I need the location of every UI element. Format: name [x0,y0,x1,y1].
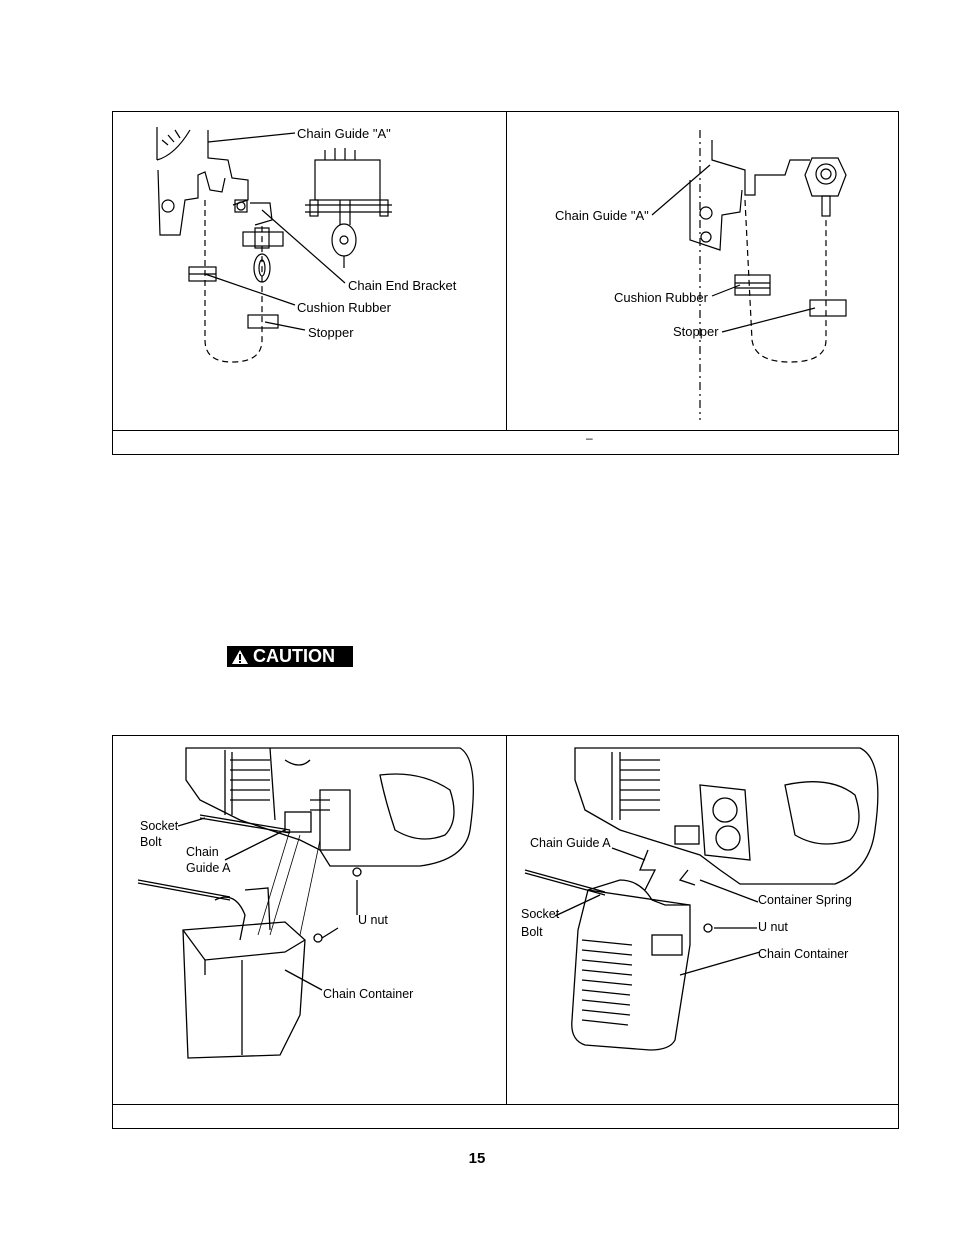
label-chain-guide-a-left: Chain Guide "A" [297,126,391,141]
label-container-spring: Container Spring [758,893,852,907]
figure-2-caption-rule [113,1104,898,1105]
page-number: 15 [468,1150,486,1167]
label-socket-right: Socket [521,907,560,921]
label-u-nut-right: U nut [758,920,788,934]
label-chain-container-right: Chain Container [758,947,848,961]
label-chain-guide-a-right-fig2: Chain Guide A [530,836,611,850]
label-cushion-rubber-right: Cushion Rubber [614,290,709,305]
label-guide-a-left: Guide A [186,861,231,875]
caution-label: CAUTION [253,646,335,666]
label-chain-container-left: Chain Container [323,987,413,1001]
figure-2-box [112,735,899,1129]
figure-1-caption-rule [113,430,898,431]
label-chain-guide-a-right: Chain Guide "A" [555,208,649,223]
label-socket-left: Socket [140,819,179,833]
label-bolt-right: Bolt [521,925,543,939]
label-chain-left: Chain [186,845,219,859]
figure-1-box: – [112,111,899,455]
figure-1-caption: – [586,431,593,445]
label-u-nut-left: U nut [358,913,388,927]
label-stopper-left: Stopper [308,325,354,340]
label-chain-end-bracket: Chain End Bracket [348,278,457,293]
label-cushion-rubber-left: Cushion Rubber [297,300,392,315]
caution-badge: CAUTION [227,646,353,667]
label-bolt-left: Bolt [140,835,162,849]
label-stopper-right: Stopper [673,324,719,339]
figure-1-divider [506,112,507,430]
warning-triangle-icon [231,649,249,665]
figure-2-divider [506,736,507,1104]
